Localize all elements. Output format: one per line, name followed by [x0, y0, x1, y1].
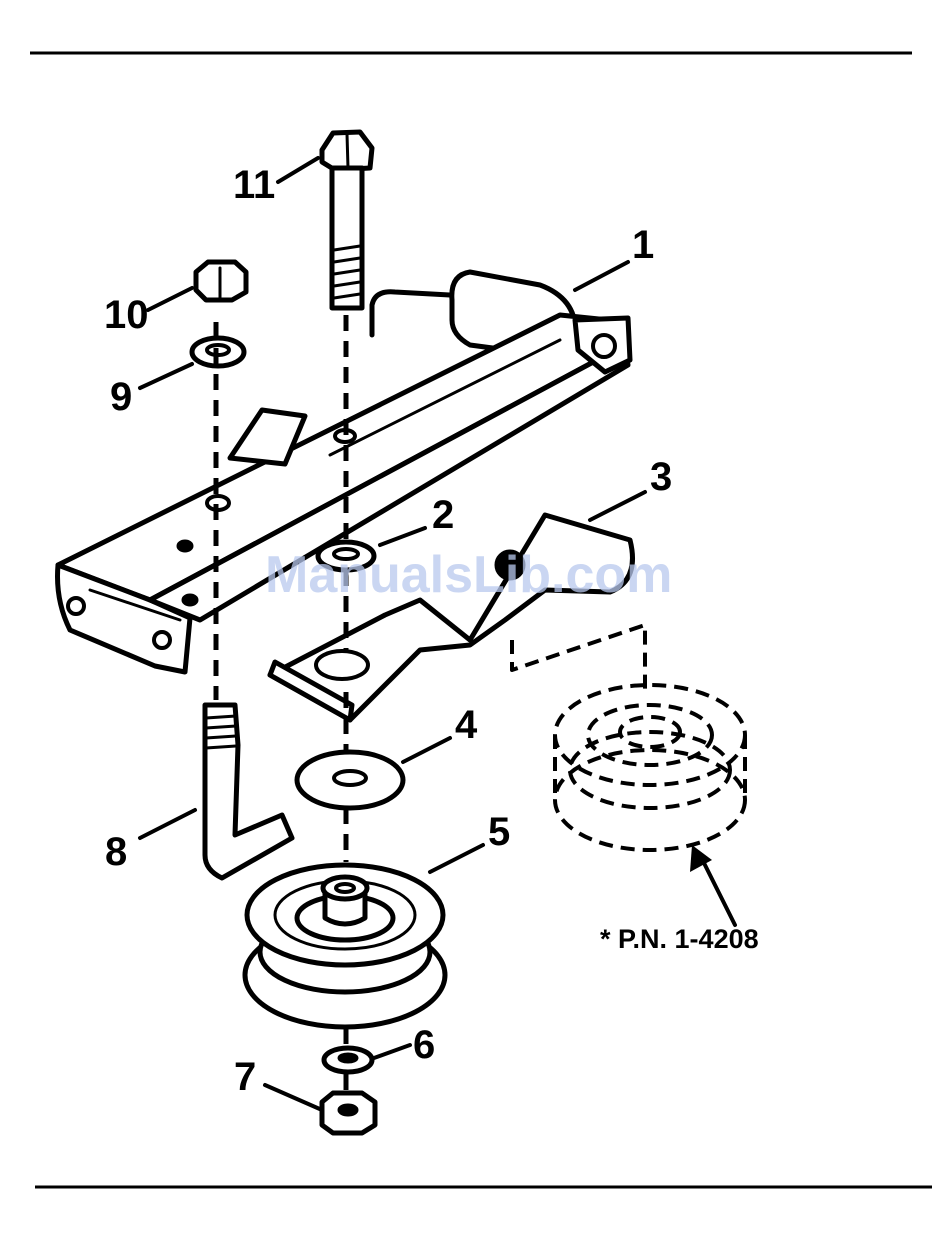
leader-4: [403, 738, 450, 762]
leader-3: [590, 492, 645, 520]
part-number-note: * P.N. 1-4208: [600, 924, 759, 954]
callout-1: 1: [632, 223, 654, 267]
l-stud: [205, 705, 292, 878]
callout-7: 7: [234, 1055, 256, 1099]
leader-2: [380, 528, 425, 545]
callout-11: 11: [233, 163, 275, 207]
leader-8: [140, 810, 195, 838]
leader-1: [575, 262, 628, 290]
hex-nut-7: [322, 1093, 375, 1133]
idler-pulley: [245, 865, 445, 1027]
hex-bolt: [322, 132, 372, 308]
callout-6: 6: [413, 1023, 435, 1067]
leader-11: [278, 158, 318, 182]
callout-3: 3: [650, 455, 672, 499]
leader-10: [148, 288, 192, 310]
callout-8: 8: [105, 830, 127, 874]
leader-5: [430, 845, 483, 872]
callout-2: 2: [432, 493, 454, 537]
callout-9: 9: [110, 375, 132, 419]
callout-4: 4: [455, 703, 478, 747]
hex-nut-10: [196, 262, 246, 300]
leader-7: [265, 1085, 322, 1110]
lock-washer-6: [324, 1048, 372, 1072]
alternate-pulley-dashed: [512, 625, 745, 850]
leader-6: [374, 1045, 410, 1058]
flat-washer-4: [297, 752, 403, 808]
watermark: ManualsLib.com: [265, 546, 672, 604]
leader-pn: [700, 855, 735, 925]
callout-5: 5: [488, 810, 510, 854]
callout-10: 10: [104, 293, 149, 337]
leader-9: [140, 364, 192, 388]
